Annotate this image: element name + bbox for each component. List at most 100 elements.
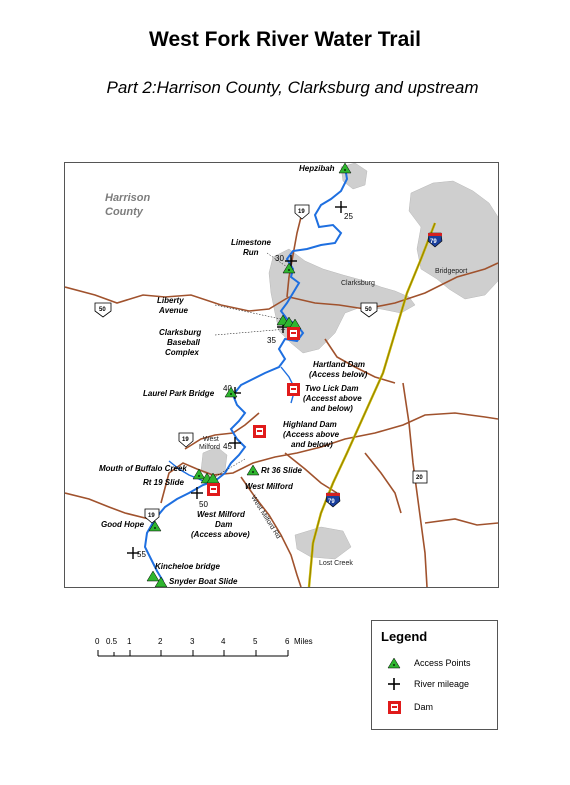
- label-hepzibah: Hepzibah: [299, 164, 335, 173]
- access-point-good-hope: [148, 520, 162, 532]
- west-milford-road: [240, 476, 302, 587]
- label-liberty-line2: Avenue: [158, 306, 188, 315]
- legend-item-access-points: Access Points: [382, 655, 494, 673]
- access-point-hepzibah: [338, 163, 352, 174]
- us50-west-road: [65, 286, 290, 312]
- town-lost-creek: Lost Creek: [319, 560, 353, 567]
- interstate-shield: 79: [325, 492, 341, 508]
- cross-icon: [388, 678, 400, 690]
- mile-label-35: 35: [267, 336, 276, 345]
- bridgeport-urban: [408, 180, 498, 300]
- leader-lines: [210, 252, 288, 480]
- south-urban: [294, 526, 352, 560]
- scale-tick-0-5: 0.5: [106, 637, 118, 646]
- label-rt19-slide: Rt 19 Slide: [143, 478, 184, 487]
- label-buffalo-creek: Mouth of Buffalo Creek: [99, 464, 187, 473]
- mile-label-50: 50: [199, 500, 208, 509]
- access-point-snyder: [154, 576, 168, 587]
- cross-icon: [335, 201, 347, 213]
- label-wm-dam-line1: West Milford: [197, 510, 246, 519]
- access-points: [146, 163, 352, 587]
- misc-road-3: [424, 518, 498, 526]
- scale-tick-5: 5: [253, 637, 258, 646]
- label-wm-dam-line2: Dam: [215, 520, 232, 529]
- cross-icon: [127, 547, 139, 559]
- mile-label-30: 30: [275, 254, 284, 263]
- misc-road-5: [324, 338, 396, 384]
- access-dots: [154, 169, 346, 529]
- mile-label-45: 45: [223, 442, 232, 451]
- legend-label-dam: Dam: [414, 702, 434, 712]
- scale-tick-6: 6: [285, 637, 290, 646]
- shield-i79-north: 79: [430, 239, 437, 245]
- label-limestone-line2: Run: [243, 248, 259, 257]
- page-subtitle: Part 2:Harrison County, Clarksburg and u…: [106, 78, 479, 97]
- label-kincheloe: Kincheloe bridge: [155, 562, 220, 571]
- misc-road-6: [284, 452, 338, 494]
- us-route-shield: 19: [144, 508, 160, 524]
- rt20-road: [402, 382, 428, 587]
- us-route-shield: 19: [178, 432, 194, 448]
- us-route-shield: 19: [294, 204, 310, 220]
- shield-i79-south: 79: [328, 499, 335, 505]
- us50-east-road: [288, 262, 498, 310]
- label-limestone-line1: Limestone: [231, 238, 272, 247]
- scale-tick-3: 3: [190, 637, 195, 646]
- mile-label-55: 55: [137, 550, 146, 559]
- state-route-shield: 20: [412, 470, 428, 484]
- mile-label-40: 40: [223, 384, 232, 393]
- label-rt36: Rt 36 Slide: [261, 466, 302, 475]
- label-snyder: Snyder Boat Slide: [169, 577, 238, 586]
- town-west-milford-line2: Milford: [199, 444, 220, 451]
- dam-icon: [253, 425, 266, 438]
- label-west-milford: West Milford: [245, 482, 294, 491]
- shield-us50-east: 50: [365, 307, 372, 313]
- legend: Legend Access Points River mileage Dam: [371, 620, 498, 730]
- map-frame[interactable]: Harrison County Clarksburg Bridgeport We…: [64, 162, 499, 588]
- access-point-buffalo-creek: [192, 468, 206, 480]
- county-label-line1: Harrison: [105, 192, 151, 204]
- label-two-lick-line1: Two Lick Dam: [305, 384, 359, 393]
- access-point-limestone: [282, 262, 296, 274]
- misc-road-1: [184, 412, 260, 450]
- legend-label-access-points: Access Points: [414, 658, 471, 668]
- label-hartland-line2: (Access below): [309, 370, 368, 379]
- cross-icon: [229, 437, 241, 449]
- river-mile-markers: [127, 201, 347, 559]
- label-laurel-park: Laurel Park Bridge: [143, 389, 215, 398]
- scale-tick-0: 0: [95, 637, 100, 646]
- label-wm-dam-line3: (Access above): [191, 530, 250, 539]
- dam-icon: [287, 383, 300, 396]
- access-point-kincheloe: [146, 570, 160, 582]
- label-baseball-line2: Baseball: [167, 338, 201, 347]
- map-svg[interactable]: Harrison County Clarksburg Bridgeport We…: [65, 163, 498, 587]
- label-two-lick-line2: (Accesst above: [303, 394, 362, 403]
- dam-icon: [287, 327, 300, 340]
- interstate-shield: 79: [427, 232, 443, 248]
- label-two-lick-line3: and below): [311, 404, 353, 413]
- scale-bar: 0 0.5 1 2 3 4 5 6 Miles: [90, 630, 330, 670]
- scale-tick-2: 2: [158, 637, 163, 646]
- green-triangle-icon: [387, 657, 401, 669]
- scale-unit: Miles: [294, 637, 313, 646]
- label-hartland-line1: Hartland Dam: [313, 360, 365, 369]
- us19-south-road: [160, 412, 498, 504]
- legend-item-dam: Dam: [382, 699, 494, 717]
- us19-north-road: [286, 208, 304, 298]
- town-clarksburg: Clarksburg: [341, 280, 375, 287]
- shield-rt20: 20: [416, 475, 423, 481]
- cross-icon: [285, 255, 297, 267]
- dam-icon: [207, 483, 220, 496]
- label-baseball-line3: Complex: [165, 348, 199, 357]
- roads: [65, 262, 498, 587]
- shield-us19-north: 19: [298, 209, 305, 215]
- legend-title: Legend: [381, 629, 428, 644]
- access-point-laurel-park: [224, 386, 238, 398]
- misc-road-2: [364, 452, 402, 514]
- town-west-milford-line1: West: [203, 436, 219, 443]
- scale-tick-4: 4: [221, 637, 226, 646]
- label-highland-line1: Highland Dam: [283, 420, 337, 429]
- county-label-line2: County: [105, 206, 144, 218]
- dams: [207, 327, 300, 496]
- shield-us19-south: 19: [148, 513, 155, 519]
